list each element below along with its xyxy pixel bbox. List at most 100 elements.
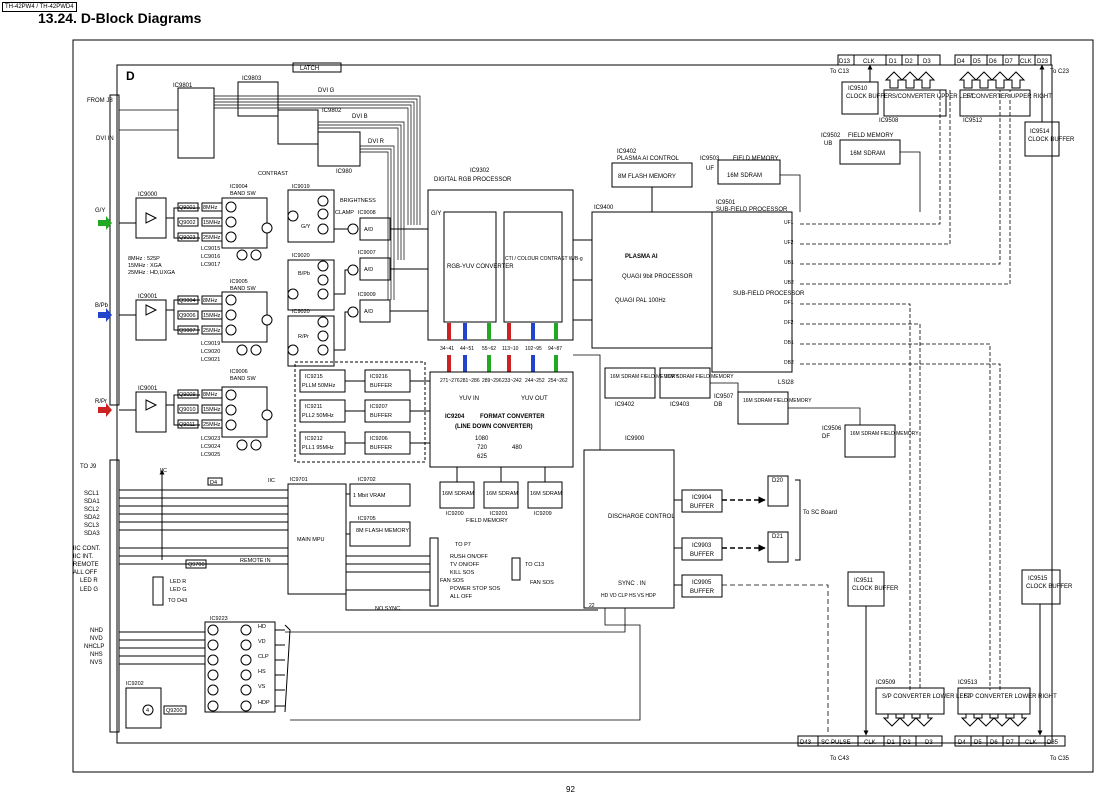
svg-text:Q9001: Q9001 (179, 205, 196, 211)
ic9702-sub: 1 Mbit VRAM (353, 493, 386, 499)
ic9402-name: IC9402 (617, 149, 637, 155)
ic9705-name: IC9705 (358, 516, 376, 522)
svg-text:25MHz: 25MHz (203, 235, 221, 241)
subfield-bus-lines (800, 90, 1011, 690)
rgb-yuv-label: RGB-YUV CONVERTER (447, 264, 514, 270)
svg-text:LC9023: LC9023 (201, 436, 220, 442)
ic9801-name: IC9801 (173, 83, 193, 89)
ic9400-box (591, 211, 713, 349)
ic9513-sub: S/P CONVERTER LOWER RIGHT (964, 694, 1057, 700)
ic9403-name: IC9403 (670, 402, 690, 408)
ic9223-name: IC9223 (210, 616, 228, 622)
dvi-g-label: DVI G (318, 88, 335, 94)
svg-text:UF2: UF2 (784, 240, 794, 246)
d20-box (767, 475, 789, 507)
ic9004-name: IC9004 (230, 184, 248, 190)
ic9502-sub: FIELD MEMORY (848, 133, 894, 139)
ic9501-body: SUB-FIELD PROCESSOR (733, 291, 805, 297)
ic9020-sig: B/Pb (298, 271, 310, 277)
ic9001-name: IC9001 (138, 294, 158, 300)
ic9905-sub: BUFFER (690, 589, 715, 595)
ic9509-name: IC9509 (876, 680, 896, 686)
ic9020-box (287, 259, 335, 311)
ic9223-out-hs: HS (258, 669, 266, 675)
svg-text:LC9016: LC9016 (201, 254, 220, 260)
ic9501-ports: UF1 UF2 UB1 UB2 DF1 DF2 DB1 DB2 (784, 220, 794, 366)
svg-text:15MHz : XGA: 15MHz : XGA (128, 263, 162, 269)
ic9512-sub: S/CONVERTER UPPER RIGHT (966, 94, 1052, 100)
svg-text:To C13: To C13 (830, 69, 850, 75)
ic9900-pin22: 22 (589, 603, 595, 609)
svg-text:8MHz: 8MHz (203, 298, 218, 304)
svg-text:SCL1: SCL1 (84, 491, 100, 497)
ic9403-sdram-box (659, 367, 711, 399)
iic-signal-list: SCL1 SDA1 SCL2 SDA2 SCL3 SDA3 (84, 491, 100, 537)
ic9223-out-vd: VD (258, 639, 266, 645)
ic9000-box (135, 197, 167, 239)
ic9801-box (177, 87, 215, 159)
ic9022-name: IC9020 (292, 309, 310, 315)
svg-text:34~41: 34~41 (440, 346, 454, 352)
svg-text:CLK: CLK (1020, 59, 1032, 65)
ic9223-out-hd: HD (258, 624, 266, 630)
ic9007-label: A/D (364, 267, 373, 273)
ic9302-gy: G/Y (431, 211, 441, 217)
ic9903-sub: BUFFER (690, 552, 715, 558)
ic9900-name: IC9900 (625, 436, 645, 442)
ic9905-box (681, 574, 723, 598)
connector-j9 (109, 459, 120, 733)
ic9501-lsi: LSI28 (778, 380, 794, 386)
top-up-arrows (884, 71, 1026, 89)
svg-text:Q9002: Q9002 (179, 220, 196, 226)
svg-text:D2: D2 (905, 59, 913, 65)
svg-text:CLK: CLK (1025, 740, 1037, 746)
ic9900-box (583, 449, 675, 609)
ic9206-name: IC9206 (370, 436, 388, 442)
ic9402-sdram-label: 16M SDRAM FIELD MEMORY (610, 374, 679, 380)
ic9802-box (277, 109, 319, 145)
svg-text:D4: D4 (957, 59, 965, 65)
ic9511-sub: CLOCK BUFFER (852, 586, 899, 592)
svg-text:LC9021: LC9021 (201, 357, 220, 363)
d21-box (767, 531, 789, 563)
board-frame (116, 64, 1053, 744)
ic9005-name: IC9005 (230, 279, 248, 285)
svg-text:D13: D13 (839, 59, 851, 65)
ic9503-box (717, 159, 781, 185)
ic9508-name: IC9508 (879, 118, 899, 124)
svg-text:DB2: DB2 (784, 360, 794, 366)
ic9204-out: 480 (512, 445, 523, 451)
svg-text:281~286: 281~286 (460, 378, 480, 384)
svg-text:LED R: LED R (80, 578, 98, 584)
to-c13-label: TO C13 (525, 562, 544, 568)
ic9514-name: IC9514 (1030, 129, 1050, 135)
d20-label: D20 (772, 478, 784, 484)
page-number: 92 (566, 785, 575, 794)
svg-text:UB1: UB1 (784, 260, 794, 266)
bottom-connector-boxes (797, 735, 1066, 747)
svg-text:IIC INT.: IIC INT. (73, 554, 93, 560)
ic9223-out-vs: VS (258, 684, 266, 690)
ic9803-name: IC9803 (242, 76, 262, 82)
svg-text:44~51: 44~51 (460, 346, 474, 352)
svg-text:Q9004: Q9004 (179, 298, 196, 304)
svg-text:94~87: 94~87 (548, 346, 562, 352)
svg-text:D3: D3 (923, 59, 931, 65)
svg-text:271~276: 271~276 (440, 378, 460, 384)
ic9506-name: IC9506 (822, 426, 842, 432)
svg-text:15MHz: 15MHz (203, 407, 221, 413)
freq-notes: 8MHz : 525P 15MHz : XGA 25MHz : HD,UXGA (128, 256, 175, 276)
ic9022-sig: R/Pr (298, 334, 309, 340)
ic9004-sub: BAND SW (230, 191, 256, 197)
svg-text:LC9020: LC9020 (201, 349, 220, 355)
svg-text:Q9010: Q9010 (179, 407, 196, 413)
to-j9-label: TO J9 (80, 464, 97, 470)
ic9701-name: IC9701 (290, 477, 308, 483)
ic9509-box (875, 687, 945, 715)
svg-text:CLK: CLK (863, 59, 875, 65)
ic9501-box (711, 211, 793, 373)
ic9022-box (287, 315, 335, 367)
svg-text:254~262: 254~262 (548, 378, 568, 384)
svg-text:DF2: DF2 (784, 320, 794, 326)
ic9903-box (681, 537, 723, 561)
